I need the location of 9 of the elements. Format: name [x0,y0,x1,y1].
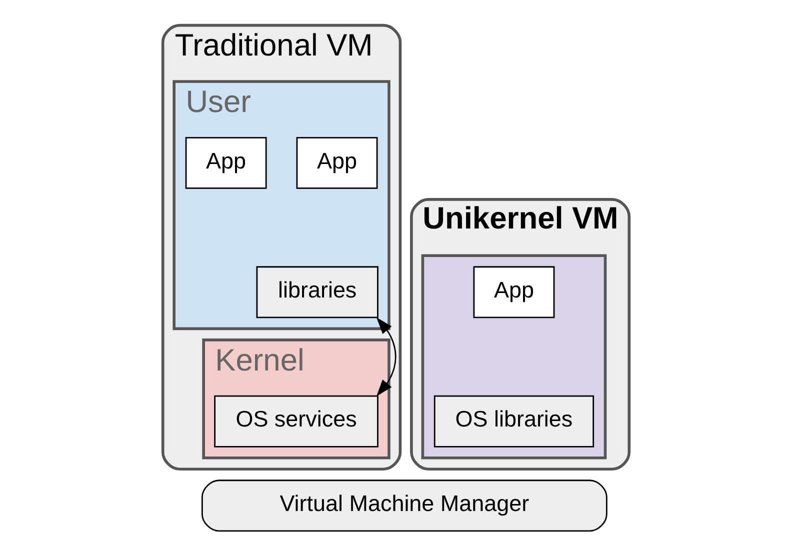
cluster [421,254,607,460]
node-box: App [296,136,378,189]
node-box: OS libraries [434,395,594,448]
node-box: App [185,136,267,189]
node-box: libraries [256,266,378,318]
node-box: OS services [214,395,378,448]
node-box: App [473,266,555,318]
arrow [376,317,396,396]
node-box: Virtual Machine Manager [201,480,608,532]
